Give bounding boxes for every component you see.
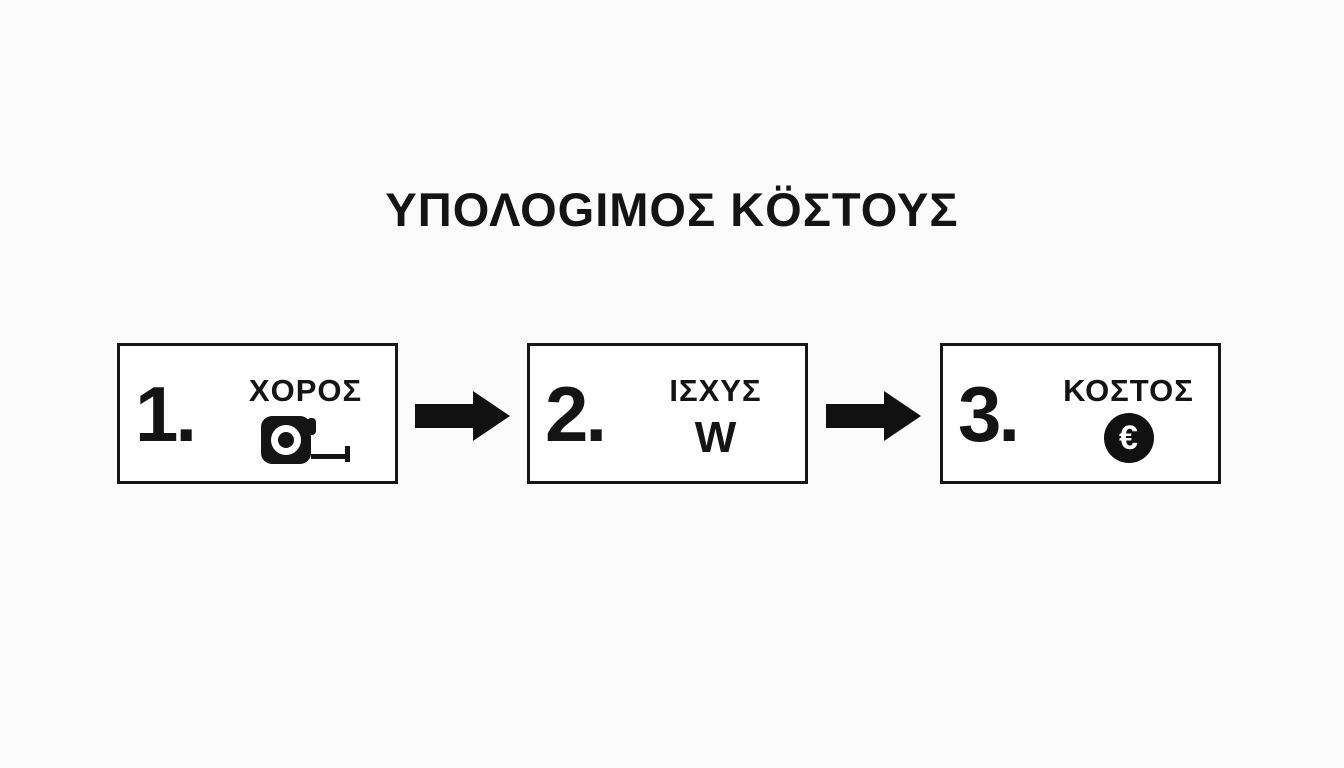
step-content: ΙΣΧΥΣ W: [626, 346, 805, 481]
diagram-title: ΥΠΟΛΟGΙΜΟΣ ΚÖΣΤΟΥΣ: [385, 183, 959, 236]
step-content: ΚΟΣΤΟΣ €: [1039, 346, 1218, 481]
step-label: ΧΟΡΟΣ: [248, 373, 363, 408]
arrow-right-icon: [826, 391, 921, 441]
step-label: ΙΣΧΥΣ: [669, 373, 762, 408]
step-number: 1.: [135, 369, 197, 458]
step-content: ΧΟΡΟΣ: [216, 346, 395, 481]
watt-symbol: W: [694, 413, 737, 462]
euro-coin-icon: €: [1103, 413, 1154, 463]
step-box-cost: 3. ΚΟΣΤΟΣ €: [940, 343, 1221, 484]
step-label: ΚΟΣΤΟΣ: [1063, 373, 1194, 408]
step-number: 2.: [545, 369, 607, 458]
step-box-space: 1. ΧΟΡΟΣ: [117, 343, 398, 484]
euro-symbol: €: [1119, 418, 1138, 457]
tape-measure-icon: [260, 411, 352, 471]
arrow-right-icon: [415, 391, 510, 441]
step-box-power: 2. ΙΣΧΥΣ W: [527, 343, 808, 484]
step-number: 3.: [958, 369, 1020, 458]
